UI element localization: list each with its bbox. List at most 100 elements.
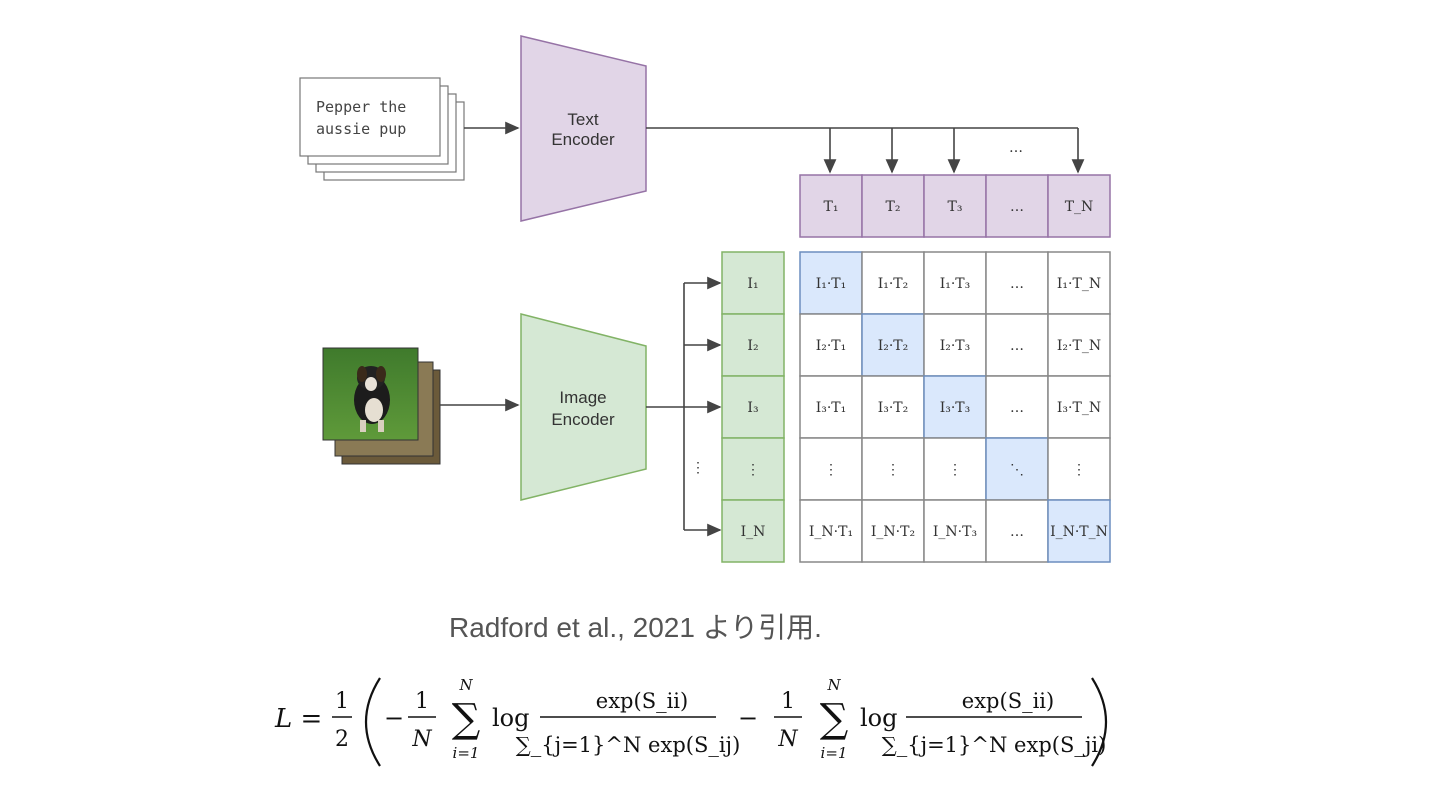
matrix-diagonal-cell-label: ⋱: [1010, 462, 1024, 478]
text-output-arrows: …: [646, 127, 1085, 174]
matrix-cell: ⋮: [923, 437, 987, 501]
image-embedding-cell-label: I₁: [747, 276, 758, 292]
matrix-diagonal-cell-label: I_N·T_N: [1050, 524, 1108, 540]
image-encoder-label-1: Image: [559, 388, 606, 407]
text-input-line1: Pepper the: [316, 98, 406, 116]
matrix-cell-label: ⋮: [1072, 462, 1086, 478]
matrix-cell: I₂·T₁: [799, 313, 863, 377]
text-embedding-cell: …: [985, 174, 1049, 238]
matrix-cell: …: [985, 251, 1049, 315]
matrix-cell-label: ⋮: [948, 462, 962, 478]
matrix-cell-label: …: [1010, 276, 1024, 292]
matrix-cell: …: [985, 499, 1049, 563]
matrix-cell: I_N·T₁: [799, 499, 863, 563]
image-encoder: Image Encoder: [520, 313, 647, 501]
matrix-cell-label: I₁·T₃: [940, 276, 971, 292]
image-embedding-cell-label: I_N: [741, 524, 766, 540]
matrix-cell-label: I₁·T₂: [878, 276, 909, 292]
matrix-cell-label: I_N·T₁: [809, 524, 853, 540]
image-output-arrows: ⋮: [646, 276, 722, 537]
formula-invN-den-1: N: [411, 727, 432, 752]
image-embedding-cell-label: I₂: [747, 338, 758, 354]
formula-invN-num-2: 1: [781, 689, 795, 714]
formula-sum-bottom-2: i=1: [821, 744, 848, 762]
image-embedding-cell-label: ⋮: [746, 462, 760, 478]
formula-sum-top-1: N: [458, 676, 473, 694]
formula-half-den: 2: [335, 727, 349, 752]
similarity-matrix: I₁·T₁ I₁·T₂ I₁·T₃ … I₁·T_N I₂·T₁ I₂·T₂ I₂·T₃ … I₂…: [799, 251, 1111, 563]
matrix-diagonal-cell: ⋱: [985, 437, 1049, 501]
matrix-cell: I₁·T₂: [861, 251, 925, 315]
formula-log-1: log: [492, 704, 530, 732]
formula-invN-num-1: 1: [415, 689, 429, 714]
image-embedding-cell: I₁: [721, 251, 785, 315]
text-embedding-cell-label: T₃: [948, 199, 963, 215]
formula-sum-top-2: N: [826, 676, 841, 694]
formula-lhs: L =: [274, 704, 322, 734]
matrix-cell-label: I_N·T₂: [871, 524, 915, 540]
formula-frac2-num: exp(S_ii): [962, 689, 1054, 713]
matrix-cell: I_N·T₃: [923, 499, 987, 563]
image-embedding-cell-label: I₃: [747, 400, 758, 416]
matrix-cell: ⋮: [799, 437, 863, 501]
text-embedding-cell-label: …: [1010, 199, 1024, 215]
text-embedding-row: T₁ T₂ T₃ … T_N: [799, 174, 1111, 238]
formula-invN-den-2: N: [777, 727, 798, 752]
matrix-cell-label: …: [1010, 400, 1024, 416]
text-embedding-cell: T_N: [1047, 174, 1111, 238]
text-embedding-cell-label: T₁: [824, 199, 839, 215]
text-embedding-cell: T₃: [923, 174, 987, 238]
formula-sum-bottom-1: i=1: [453, 744, 480, 762]
image-embedding-cell: I₂: [721, 313, 785, 377]
matrix-cell: ⋮: [861, 437, 925, 501]
matrix-diagonal-cell-label: I₁·T₁: [816, 276, 847, 292]
left-vdots: ⋮: [691, 460, 705, 476]
image-embedding-cell: I₃: [721, 375, 785, 439]
formula-log-2: log: [860, 704, 898, 732]
formula-sum-1: ∑: [452, 696, 481, 742]
formula-frac1-num: exp(S_ii): [596, 689, 688, 713]
matrix-cell: I₃·T₁: [799, 375, 863, 439]
formula-right-paren: [1091, 677, 1108, 767]
text-embedding-cell-label: T₂: [886, 199, 901, 215]
image-embedding-cell: I_N: [721, 499, 785, 563]
matrix-cell: I₃·T_N: [1047, 375, 1111, 439]
matrix-cell: …: [985, 375, 1049, 439]
matrix-cell: I₁·T_N: [1047, 251, 1111, 315]
formula-left-paren: [364, 677, 381, 767]
figure-caption: Radford et al., 2021 より引用.: [449, 612, 822, 643]
matrix-cell-label: I₃·T₁: [816, 400, 847, 416]
image-embedding-cell: ⋮: [721, 437, 785, 501]
matrix-cell: I₂·T_N: [1047, 313, 1111, 377]
image-embedding-column: I₁ I₂ I₃ ⋮ I_N: [721, 251, 785, 563]
matrix-cell: I₁·T₃: [923, 251, 987, 315]
matrix-cell-label: I₂·T₁: [816, 338, 847, 354]
image-encoder-label-2: Encoder: [551, 410, 615, 429]
text-encoder-label-1: Text: [567, 110, 598, 129]
matrix-cell-label: ⋮: [886, 462, 900, 478]
text-embedding-cell: T₁: [799, 174, 863, 238]
matrix-diagonal-cell: I₂·T₂: [861, 313, 925, 377]
matrix-cell-label: I₃·T₂: [878, 400, 909, 416]
image-input-stack: [322, 347, 441, 465]
matrix-cell: ⋮: [1047, 437, 1111, 501]
formula-minus-1: −: [384, 704, 404, 732]
matrix-cell-label: I₃·T_N: [1057, 400, 1101, 416]
formula-half-num: 1: [335, 689, 349, 714]
text-encoder-label-2: Encoder: [551, 130, 615, 149]
text-input-stack: Pepper the aussie pup: [299, 77, 465, 181]
matrix-diagonal-cell-label: I₃·T₃: [940, 400, 971, 416]
matrix-diagonal-cell: I₃·T₃: [923, 375, 987, 439]
formula-frac1-den: ∑_{j=1}^N exp(S_ij): [516, 733, 741, 757]
matrix-cell-label: I₂·T₃: [940, 338, 971, 354]
matrix-cell-label: I₁·T_N: [1057, 276, 1101, 292]
formula-frac2-den: ∑_{j=1}^N exp(S_ji): [882, 733, 1107, 757]
matrix-diagonal-cell: I_N·T_N: [1047, 499, 1111, 563]
contrastive-loss-formula: L = 1 2 − 1 N N ∑ i=1 log exp(S_ii) ∑_{j…: [274, 676, 1108, 767]
matrix-diagonal-cell: I₁·T₁: [799, 251, 863, 315]
text-encoder: Text Encoder: [520, 35, 647, 222]
matrix-cell-label: I_N·T₃: [933, 524, 977, 540]
matrix-cell-label: …: [1010, 524, 1024, 540]
top-dots: …: [1009, 140, 1023, 156]
